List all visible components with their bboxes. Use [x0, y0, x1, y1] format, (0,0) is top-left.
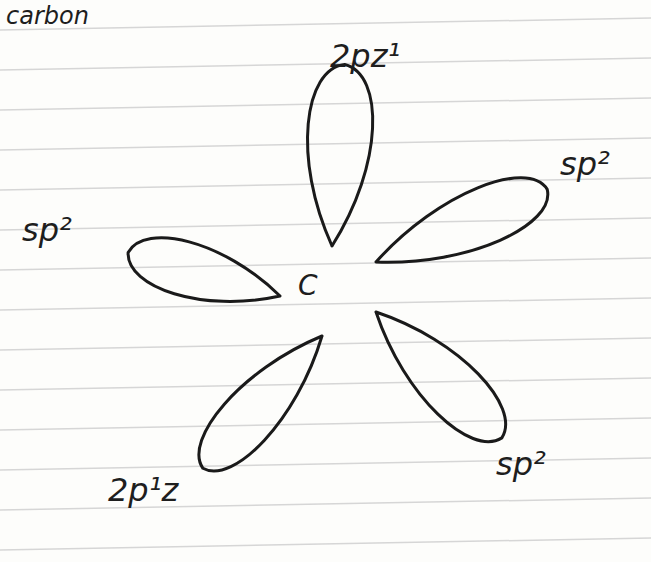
orbital-label: 2pz¹ [330, 40, 400, 72]
ruled-line [0, 498, 651, 510]
ruled-line [0, 178, 651, 190]
orbital-label: sp² [22, 214, 72, 246]
orbital-label: sp² [496, 448, 546, 480]
orbital-lobe [183, 318, 342, 486]
orbital-label: 2p¹z [108, 474, 178, 506]
page-heading: carbon [6, 4, 89, 28]
ruled-line [0, 258, 651, 270]
atom-symbol: C [298, 272, 318, 300]
ruled-line [0, 338, 651, 350]
ruled-line [0, 538, 651, 550]
ruled-line [0, 58, 651, 70]
ruled-line [0, 98, 651, 110]
orbital-lobe [300, 62, 377, 248]
orbital-lobe [121, 226, 288, 321]
ruled-line [0, 458, 651, 470]
ruled-line [0, 378, 651, 390]
ruled-line [0, 138, 651, 150]
orbital-lobe [356, 292, 522, 458]
orbital-lobe [365, 163, 559, 288]
ruled-line [0, 418, 651, 430]
orbital-label: sp² [560, 148, 610, 180]
ruled-line [0, 298, 651, 310]
ruled-line [0, 18, 651, 30]
